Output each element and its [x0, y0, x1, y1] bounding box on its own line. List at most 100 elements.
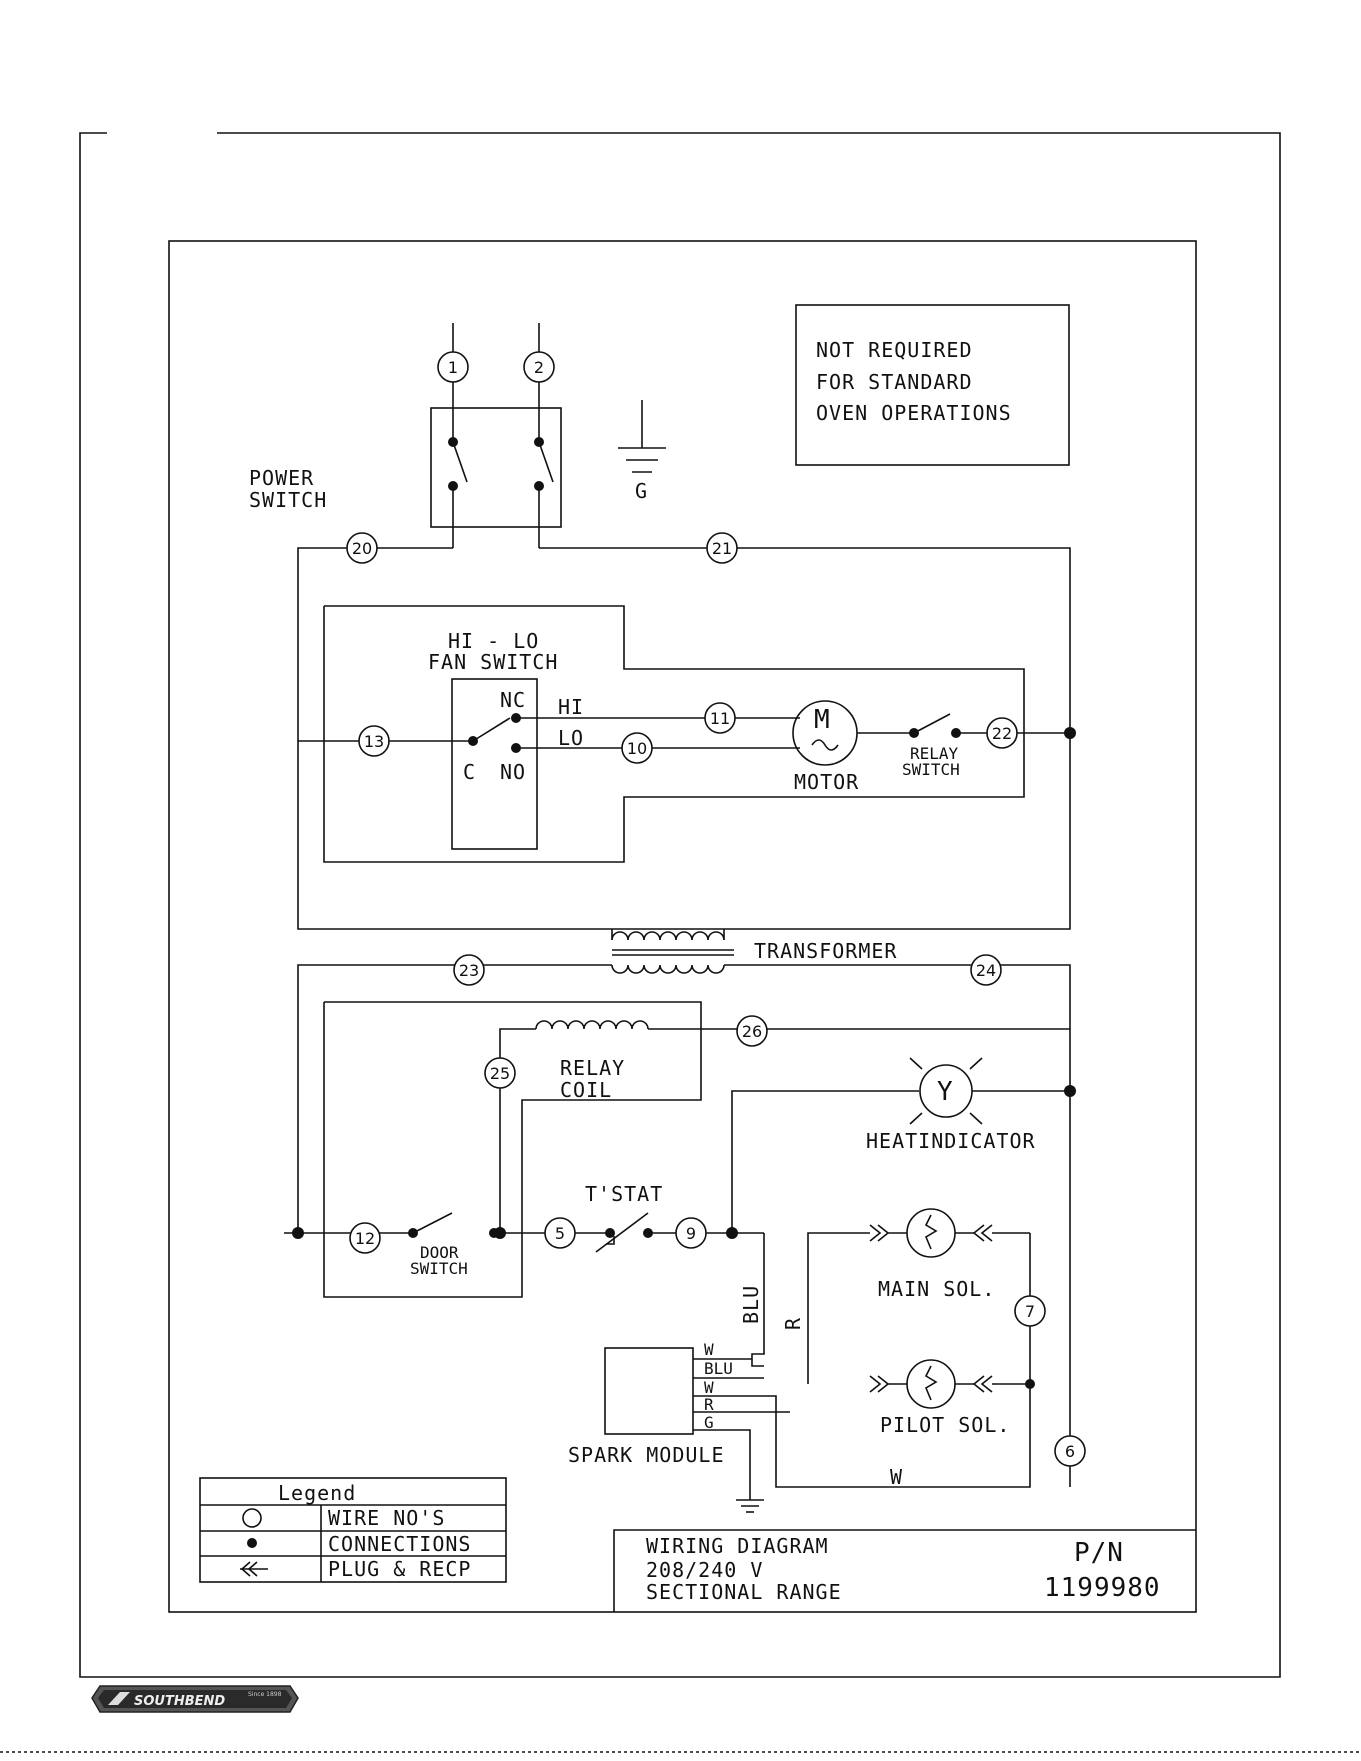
motor-label: MOTOR	[794, 770, 859, 794]
wire-number: 6	[1054, 1435, 1086, 1467]
relay-coil-label-2: COIL	[560, 1078, 612, 1102]
transformer-label: TRANSFORMER	[754, 939, 897, 963]
wire-number: 22	[986, 717, 1018, 749]
wire-number: 25	[484, 1057, 516, 1089]
legend-plug-recp: PLUG & RECP	[328, 1557, 471, 1581]
wire-number: 9	[675, 1217, 707, 1249]
logo-since-text: Since 1898	[248, 1691, 282, 1698]
wire-number: 5	[544, 1217, 576, 1249]
motor-m: M	[814, 705, 831, 735]
title-line-2: 208/240 V	[646, 1558, 763, 1582]
legend-wire-nos: WIRE NO'S	[328, 1506, 445, 1530]
nc-label: NC	[500, 688, 526, 712]
spark-pin-w1: W	[704, 1340, 714, 1359]
legend-dot-icon	[247, 1538, 257, 1548]
drawing-border	[168, 240, 1197, 1613]
svg-text:10: 10	[627, 739, 647, 758]
legend-plug-icon	[240, 1561, 268, 1577]
note-line-3: OVEN OPERATIONS	[816, 401, 1012, 425]
southbend-logo: SOUTHBEND Since 1898	[91, 1685, 299, 1713]
wire-number: 24	[970, 954, 1002, 986]
c-label: C	[463, 760, 476, 784]
svg-text:2: 2	[534, 358, 544, 377]
fan-circuit: HI LO M MOTOR RELAY SWITCH	[298, 695, 1076, 794]
spark-pin-blu: BLU	[704, 1359, 733, 1378]
title-block: WIRING DIAGRAM 208/240 V SECTIONAL RANGE…	[613, 1529, 1196, 1612]
svg-text:7: 7	[1025, 1302, 1035, 1321]
svg-text:21: 21	[712, 539, 732, 558]
svg-text:5: 5	[555, 1224, 565, 1243]
power-switch-label-1: POWER	[249, 466, 314, 490]
spark-pin-r: R	[704, 1395, 714, 1414]
note-line-1: NOT REQUIRED	[816, 338, 973, 362]
pilot-sol-label: PILOT SOL.	[880, 1413, 1010, 1437]
spark-module-box	[604, 1347, 694, 1435]
secondary-wiring: RELAY COIL DOOR SWITCH T'STAT Y HEATINDI…	[284, 964, 1076, 1513]
wire-number: 10	[621, 732, 653, 764]
pn-value: 1199980	[1044, 1573, 1161, 1603]
note-box: NOT REQUIRED FOR STANDARD OVEN OPERATION…	[795, 304, 1070, 466]
wire-number: 12	[349, 1222, 381, 1254]
ground-symbol: G	[618, 400, 666, 503]
svg-text:13: 13	[364, 732, 384, 751]
no-label: NO	[500, 760, 526, 784]
wire-number: 21	[706, 532, 738, 564]
door-switch-label-1: DOOR	[420, 1243, 459, 1262]
relay-switch-label-1: RELAY	[910, 744, 959, 763]
fan-switch-label-1: HI - LO	[448, 629, 539, 653]
svg-text:11: 11	[710, 709, 730, 728]
heat-indicator-label: HEATINDICATOR	[866, 1129, 1036, 1153]
legend: Legend WIRE NO'S CONNECTIONS PLUG & RECP	[199, 1477, 507, 1583]
wire-number: 13	[358, 725, 390, 757]
svg-text:25: 25	[490, 1064, 510, 1083]
spark-pin-g: G	[704, 1413, 714, 1432]
svg-text:26: 26	[742, 1022, 762, 1041]
wire-number-markers: 1 2 20 21 13 11 10 22 23 24 26 25 12 5 9…	[346, 351, 1086, 1467]
svg-text:12: 12	[355, 1229, 375, 1248]
note-line-2: FOR STANDARD	[816, 370, 973, 394]
w-bottom-label: W	[890, 1465, 903, 1489]
wire-number: 7	[1014, 1295, 1046, 1327]
blu-vertical-label: BLU	[739, 1285, 763, 1324]
spark-module-label: SPARK MODULE	[568, 1443, 725, 1467]
tstat-label: T'STAT	[585, 1182, 663, 1206]
lo-label: LO	[558, 726, 584, 750]
svg-text:9: 9	[686, 1224, 696, 1243]
pn-label: P/N	[1074, 1538, 1124, 1568]
wire-number: 26	[736, 1015, 768, 1047]
spark-pin-w2: W	[704, 1378, 714, 1397]
svg-text:1: 1	[448, 358, 458, 377]
heat-indicator-y: Y	[937, 1077, 954, 1107]
legend-circle-icon	[242, 1508, 262, 1528]
relay-coil-label-1: RELAY	[560, 1056, 625, 1080]
legend-title: Legend	[278, 1481, 356, 1505]
wire-number: 23	[453, 954, 485, 986]
r-vertical-label: R	[781, 1317, 805, 1330]
svg-text:20: 20	[352, 539, 372, 558]
power-switch: POWER SWITCH	[249, 323, 562, 548]
wire-number: 1	[437, 351, 469, 383]
wire-number: 2	[523, 351, 555, 383]
door-switch-label-2: SWITCH	[410, 1259, 468, 1278]
wire-number: 20	[346, 532, 378, 564]
main-sol-label: MAIN SOL.	[878, 1277, 995, 1301]
svg-text:22: 22	[992, 724, 1012, 743]
relay-switch-label-2: SWITCH	[902, 760, 960, 779]
title-line-1: WIRING DIAGRAM	[646, 1534, 829, 1558]
fan-switch-enclosure: HI - LO FAN SWITCH NC C NO	[323, 605, 1025, 863]
page-frame	[79, 132, 1281, 1678]
primary-wiring	[297, 547, 1071, 930]
svg-text:23: 23	[459, 961, 479, 980]
svg-text:24: 24	[976, 961, 996, 980]
logo-brand-text: SOUTHBEND	[134, 1694, 225, 1709]
transformer: TRANSFORMER	[611, 929, 897, 974]
fan-switch-label-2: FAN SWITCH	[428, 650, 558, 674]
hi-label: HI	[558, 695, 584, 719]
title-line-3: SECTIONAL RANGE	[646, 1580, 842, 1604]
legend-connections: CONNECTIONS	[328, 1532, 471, 1556]
wire-number: 11	[704, 702, 736, 734]
ground-label: G	[635, 479, 648, 503]
svg-text:6: 6	[1065, 1442, 1075, 1461]
power-switch-label-2: SWITCH	[249, 488, 327, 512]
